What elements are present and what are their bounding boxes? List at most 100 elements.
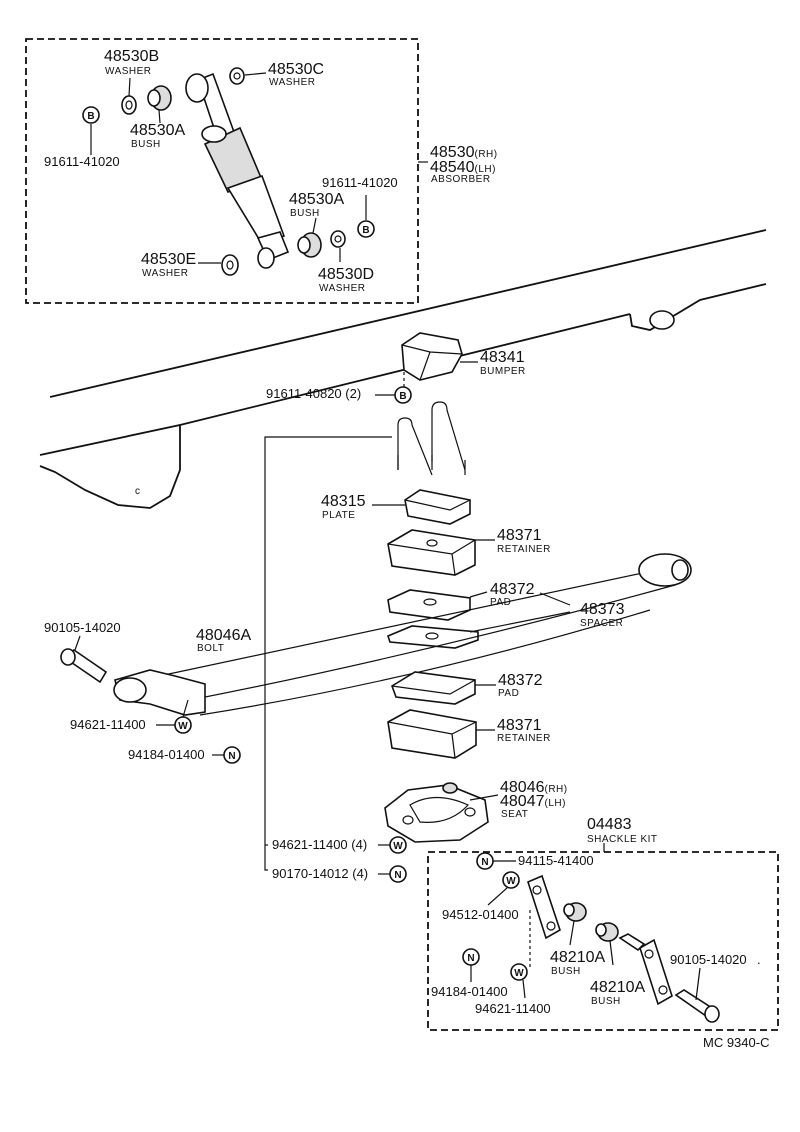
shackle-plate-1[interactable] <box>527 874 561 940</box>
label-48530b: 48530B <box>104 48 159 65</box>
svg-text:B: B <box>87 111 94 122</box>
nut-symbol-n-4: N <box>389 865 407 883</box>
label-48372-upper-name: PAD <box>490 597 511 608</box>
label-seat-rh: 48046(RH) <box>500 779 568 796</box>
shackle-washer-symbol-w-bottom: W <box>510 963 528 981</box>
label-absorber-rh: 48530(RH) <box>430 144 498 161</box>
label-48530a-bottom-name: BUSH <box>290 208 320 219</box>
svg-text:W: W <box>178 721 188 732</box>
label-bolt-91611-40820: 91611-40820 (2) <box>266 386 361 401</box>
label-04483: 04483 <box>587 816 632 833</box>
label-04483-name: SHACKLE KIT <box>587 834 658 845</box>
shackle-nut-symbol-n-bottom: N <box>462 948 480 966</box>
label-bolt-91611-41020-right: 91611-41020 <box>322 175 398 190</box>
svg-text:W: W <box>393 841 403 852</box>
washer-48530e[interactable] <box>221 254 239 276</box>
washer-48530d[interactable] <box>330 230 346 248</box>
footer-code: MC 9340-C <box>703 1035 769 1050</box>
label-48371-upper: 48371 <box>497 527 542 544</box>
pad-48372-lower[interactable] <box>391 671 476 705</box>
label-washer-94621-11400: 94621-11400 <box>70 717 146 732</box>
svg-text:N: N <box>228 751 235 762</box>
svg-text:.: . <box>757 952 761 967</box>
plate-48315[interactable] <box>404 489 471 525</box>
label-nut-94184-01400-shackle: 94184-01400 <box>431 984 508 999</box>
leaf-spring[interactable] <box>113 553 692 716</box>
shackle-plate-2[interactable] <box>639 938 673 1006</box>
label-nut-94184-01400-left: 94184-01400 <box>128 747 205 762</box>
shackle-bolt-90105-14020[interactable] <box>674 989 720 1023</box>
u-bolts[interactable] <box>397 401 466 476</box>
shackle-threaded-stud[interactable] <box>618 933 646 952</box>
label-absorber-name: ABSORBER <box>431 174 491 185</box>
shock-absorber[interactable] <box>185 72 290 269</box>
washer-symbol-w-left: W <box>174 716 192 734</box>
label-48210a-2-name: BUSH <box>591 996 621 1007</box>
shackle-nut-symbol-n-top: N <box>476 852 494 870</box>
label-48372-lower: 48372 <box>498 672 543 689</box>
label-48530a-bottom: 48530A <box>289 191 344 208</box>
label-bolt-90105-14020-shackle: 90105-14020 <box>670 952 747 967</box>
label-48372-lower-name: PAD <box>498 688 519 699</box>
seat-48046-48047[interactable] <box>384 782 489 843</box>
retainer-48371-upper[interactable] <box>387 529 476 576</box>
washer-48530b[interactable] <box>121 95 137 115</box>
label-48371-lower: 48371 <box>497 717 542 734</box>
retainer-48371-lower[interactable] <box>387 709 477 759</box>
label-48530c: 48530C <box>268 61 324 78</box>
label-48210a-2: 48210A <box>590 979 645 996</box>
bush-48210a-1[interactable] <box>563 902 587 922</box>
washer-48530c[interactable] <box>229 67 245 85</box>
label-48210a-1: 48210A <box>550 949 605 966</box>
spacer-48373[interactable] <box>387 625 479 649</box>
bush-48530a-bottom[interactable] <box>297 232 322 258</box>
absorber-group-box <box>25 38 419 304</box>
label-seat-name: SEAT <box>501 809 528 820</box>
label-bolt-91611-41020-top: 91611-41020 <box>44 154 120 169</box>
label-48530e-name: WASHER <box>142 268 189 279</box>
label-48371-lower-name: RETAINER <box>497 733 551 744</box>
label-48530d: 48530D <box>318 266 374 283</box>
shackle-washer-symbol-w-mid: W <box>502 871 520 889</box>
label-48530b-name: WASHER <box>105 66 152 77</box>
label-washers-94621-11400-4: 94621-11400 (4) <box>272 837 367 852</box>
label-nuts-90170-14012-4: 90170-14012 (4) <box>272 866 368 881</box>
svg-text:B: B <box>399 391 406 402</box>
bush-48210a-2[interactable] <box>595 922 619 942</box>
svg-text:W: W <box>506 876 516 887</box>
label-48530e: 48530E <box>141 251 196 268</box>
label-48046a-name: BOLT <box>197 643 224 654</box>
label-48315: 48315 <box>321 493 366 510</box>
label-washer-94621-11400-shackle: 94621-11400 <box>475 1001 551 1016</box>
bumper-48341[interactable] <box>401 332 463 381</box>
label-48371-upper-name: RETAINER <box>497 544 551 555</box>
label-48373: 48373 <box>580 601 625 618</box>
label-48530a-top-name: BUSH <box>131 139 161 150</box>
svg-text:N: N <box>481 857 488 868</box>
bolt-90105-14020-left[interactable] <box>60 648 108 684</box>
label-48341: 48341 <box>480 349 525 366</box>
label-48530d-name: WASHER <box>319 283 366 294</box>
label-48341-name: BUMPER <box>480 366 526 377</box>
svg-text:c: c <box>135 486 141 497</box>
label-48046a: 48046A <box>196 627 251 644</box>
bolt-symbol-b-right: B <box>357 220 375 238</box>
svg-text:N: N <box>467 953 474 964</box>
pad-48372-upper[interactable] <box>387 589 471 621</box>
svg-text:W: W <box>514 968 524 979</box>
label-48315-name: PLATE <box>322 510 355 521</box>
nut-symbol-n-left: N <box>223 746 241 764</box>
label-48530c-name: WASHER <box>269 77 316 88</box>
label-absorber-lh: 48540(LH) <box>430 159 496 176</box>
bumper-bolt-symbol-b: B <box>394 386 412 404</box>
svg-text:N: N <box>394 870 401 881</box>
svg-text:B: B <box>362 225 369 236</box>
bolt-symbol-b-left: B <box>82 106 100 124</box>
label-48373-name: SPACER <box>580 618 623 629</box>
label-48372-upper: 48372 <box>490 581 535 598</box>
washer-symbol-w-4: W <box>389 836 407 854</box>
label-seat-lh: 48047(LH) <box>500 793 566 810</box>
label-washer-94512-01400: 94512-01400 <box>442 907 519 922</box>
bush-48530a-top[interactable] <box>147 85 172 111</box>
